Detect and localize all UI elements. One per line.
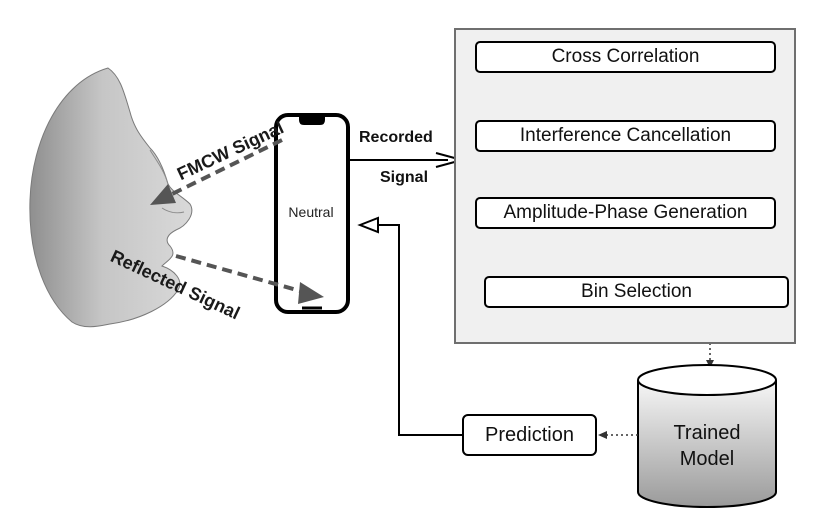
step-amplitude-phase-generation: Amplitude-Phase Generation [475,197,776,229]
smartphone-icon [274,113,350,314]
recorded-label-line2: Signal [380,169,429,186]
face-profile-icon [29,67,193,328]
model-to-prediction-arrow [598,431,638,439]
fmcw-arrow [150,138,283,205]
trained-model-database-icon [637,364,777,508]
step-cross-correlation: Cross Correlation [475,41,776,73]
step-interference-cancellation: Interference Cancellation [475,120,776,152]
reflected-arrow [175,254,324,304]
recorded-signal-arrow [348,152,466,168]
step-bin-selection: Bin Selection [484,276,789,308]
model-input-arrowhead [706,360,714,368]
prediction-box: Prediction [462,414,597,456]
feedback-arrow [357,216,462,436]
phone-screen-label: Neutral [288,204,334,220]
recorded-label-line1: Recorded [359,129,433,146]
